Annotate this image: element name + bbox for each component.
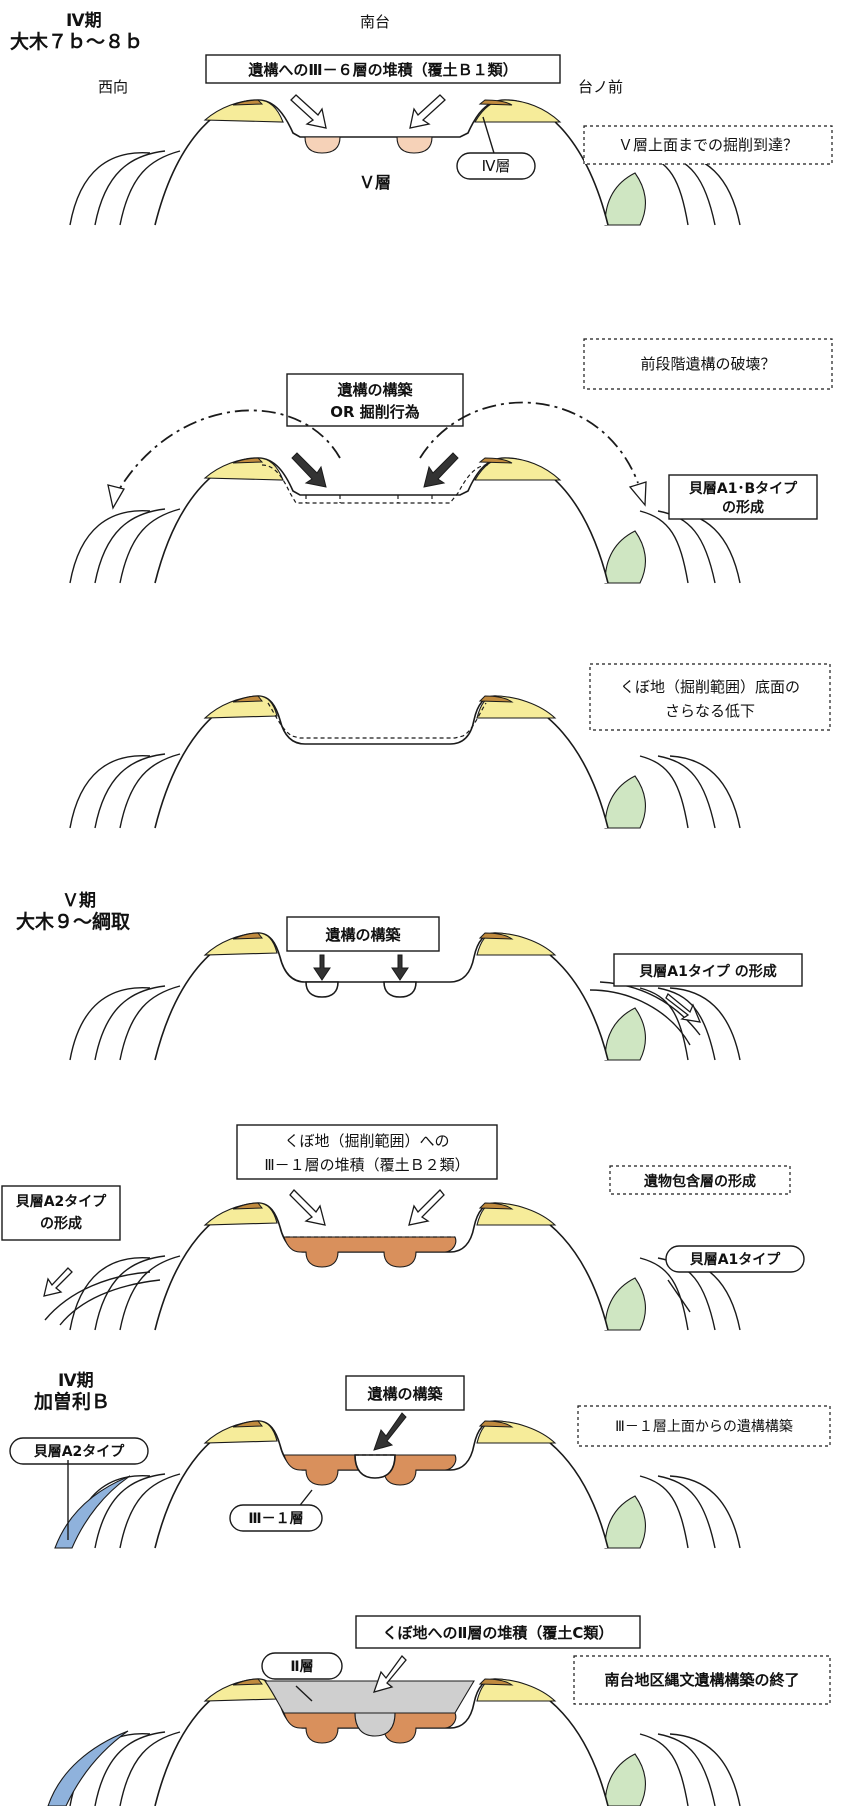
stage-1: Ⅳ期 大木７ｂ～８ｂ 南台 西向 台ノ前 遺構へのⅢ－６層の堆積（覆土Ｂ１類） … — [10, 11, 833, 226]
note-text: 遺物包含層の形成 — [644, 1173, 756, 1190]
construction-box — [286, 373, 464, 427]
stage-2: 前段階遺構の破壊？ 遺構の構築 OR 掘削行為 貝層A1･Bタイプ の形成 — [69, 338, 833, 584]
phase-label: 加曽利Ｂ — [33, 1390, 110, 1413]
shell-left-line2: の形成 — [40, 1215, 82, 1232]
layer-iv-pill — [456, 152, 536, 180]
shell-pill — [9, 1437, 149, 1465]
note-text: Ⅲ－１層上面からの遺構構築 — [615, 1419, 793, 1435]
note-box — [583, 125, 833, 165]
stage-3: くぼ地（掘削範囲）底面の さらなる低下 — [69, 663, 831, 829]
deposit-text: くぼ地へのⅡ層の堆積（覆土C類） — [383, 1624, 614, 1642]
shell-pill-text: 貝層A1タイプ — [690, 1252, 782, 1268]
west-label: 西向 — [98, 78, 128, 96]
note-box — [589, 663, 831, 731]
shell-line2: の形成 — [722, 499, 764, 516]
stage-5: くぼ地（掘削範囲）への Ⅲ－１層の堆積（覆土Ｂ２類） 遺物包含層の形成 貝層A2… — [1, 1124, 805, 1331]
hill-profile-5 — [43, 1189, 741, 1331]
note-line2: さらなる低下 — [665, 702, 755, 720]
deposit-box — [205, 54, 561, 84]
note-box — [573, 1655, 831, 1705]
shell-left-box — [1, 1185, 121, 1241]
note-box — [577, 1405, 831, 1447]
deposit-line1: くぼ地（掘削範囲）への — [284, 1132, 449, 1150]
hill-profile-1 — [69, 94, 741, 226]
layer-iv-label: Ⅳ層 — [482, 157, 511, 175]
note-box — [609, 1165, 791, 1195]
deposit-box — [355, 1615, 641, 1649]
phase-label: 大木９～綱取 — [16, 910, 130, 933]
period-label: Ⅳ期 — [58, 1371, 94, 1391]
phase-label: 大木７ｂ～８ｂ — [10, 30, 143, 53]
construction-box — [286, 916, 440, 952]
shell-text: 貝層A1タイプ の形成 — [639, 963, 776, 980]
deposit-line2: Ⅲ－１層の堆積（覆土Ｂ２類） — [264, 1156, 469, 1174]
layer-v-label: Ｖ層 — [359, 173, 391, 192]
layer-pill-text: Ⅲ－１層 — [248, 1511, 303, 1527]
shell-pill-text: 貝層A2タイプ — [34, 1444, 126, 1460]
layer-pill — [261, 1652, 343, 1680]
shell-pill — [665, 1245, 805, 1273]
period-label: Ⅳ期 — [66, 11, 102, 31]
hill-profile-4 — [69, 932, 741, 1061]
layer-pill-text: Ⅱ層 — [290, 1659, 313, 1675]
shell-line1: 貝層A1･Bタイプ — [689, 481, 798, 497]
front-label: 台ノ前 — [578, 78, 623, 96]
note-line1: くぼ地（掘削範囲）底面の — [620, 678, 800, 696]
construction-text: 遺構の構築 — [324, 926, 401, 944]
construction-box — [345, 1375, 465, 1411]
stage-7: くぼ地へのⅡ層の堆積（覆土C類） 南台地区縄文遺構構築の終了 Ⅱ層 — [47, 1615, 831, 1806]
shell-box — [668, 474, 818, 520]
shell-left-line1: 貝層A2タイプ — [16, 1194, 108, 1210]
layer-pill — [229, 1504, 323, 1532]
south-label: 南台 — [360, 13, 390, 31]
shell-box — [613, 953, 803, 987]
stage-4: Ｖ期 大木９～綱取 遺構の構築 貝層A1タイプ の形成 — [16, 891, 803, 1061]
hill-profile-3 — [69, 695, 741, 829]
stage-6: Ⅳ期 加曽利Ｂ 遺構の構築 Ⅲ－１層上面からの遺構構築 貝層A2タイプ — [9, 1371, 831, 1549]
note-text: Ｖ層上面までの掘削到達？ — [618, 136, 798, 154]
construction-line2: OR 掘削行為 — [330, 403, 420, 421]
note-text: 南台地区縄文遺構構築の終了 — [604, 1671, 799, 1689]
hill-profile-2 — [69, 401, 741, 584]
construction-text: 遺構の構築 — [366, 1385, 443, 1403]
deposit-box — [236, 1124, 498, 1180]
hill-profile-7 — [47, 1655, 741, 1806]
deposit-box-text: 遺構へのⅢ－６層の堆積（覆土Ｂ１類） — [247, 61, 517, 79]
period-label: Ｖ期 — [62, 891, 96, 911]
note-box — [583, 338, 833, 390]
note-text: 前段階遺構の破壊？ — [640, 355, 775, 373]
construction-line1: 遺構の構築 — [336, 381, 413, 399]
